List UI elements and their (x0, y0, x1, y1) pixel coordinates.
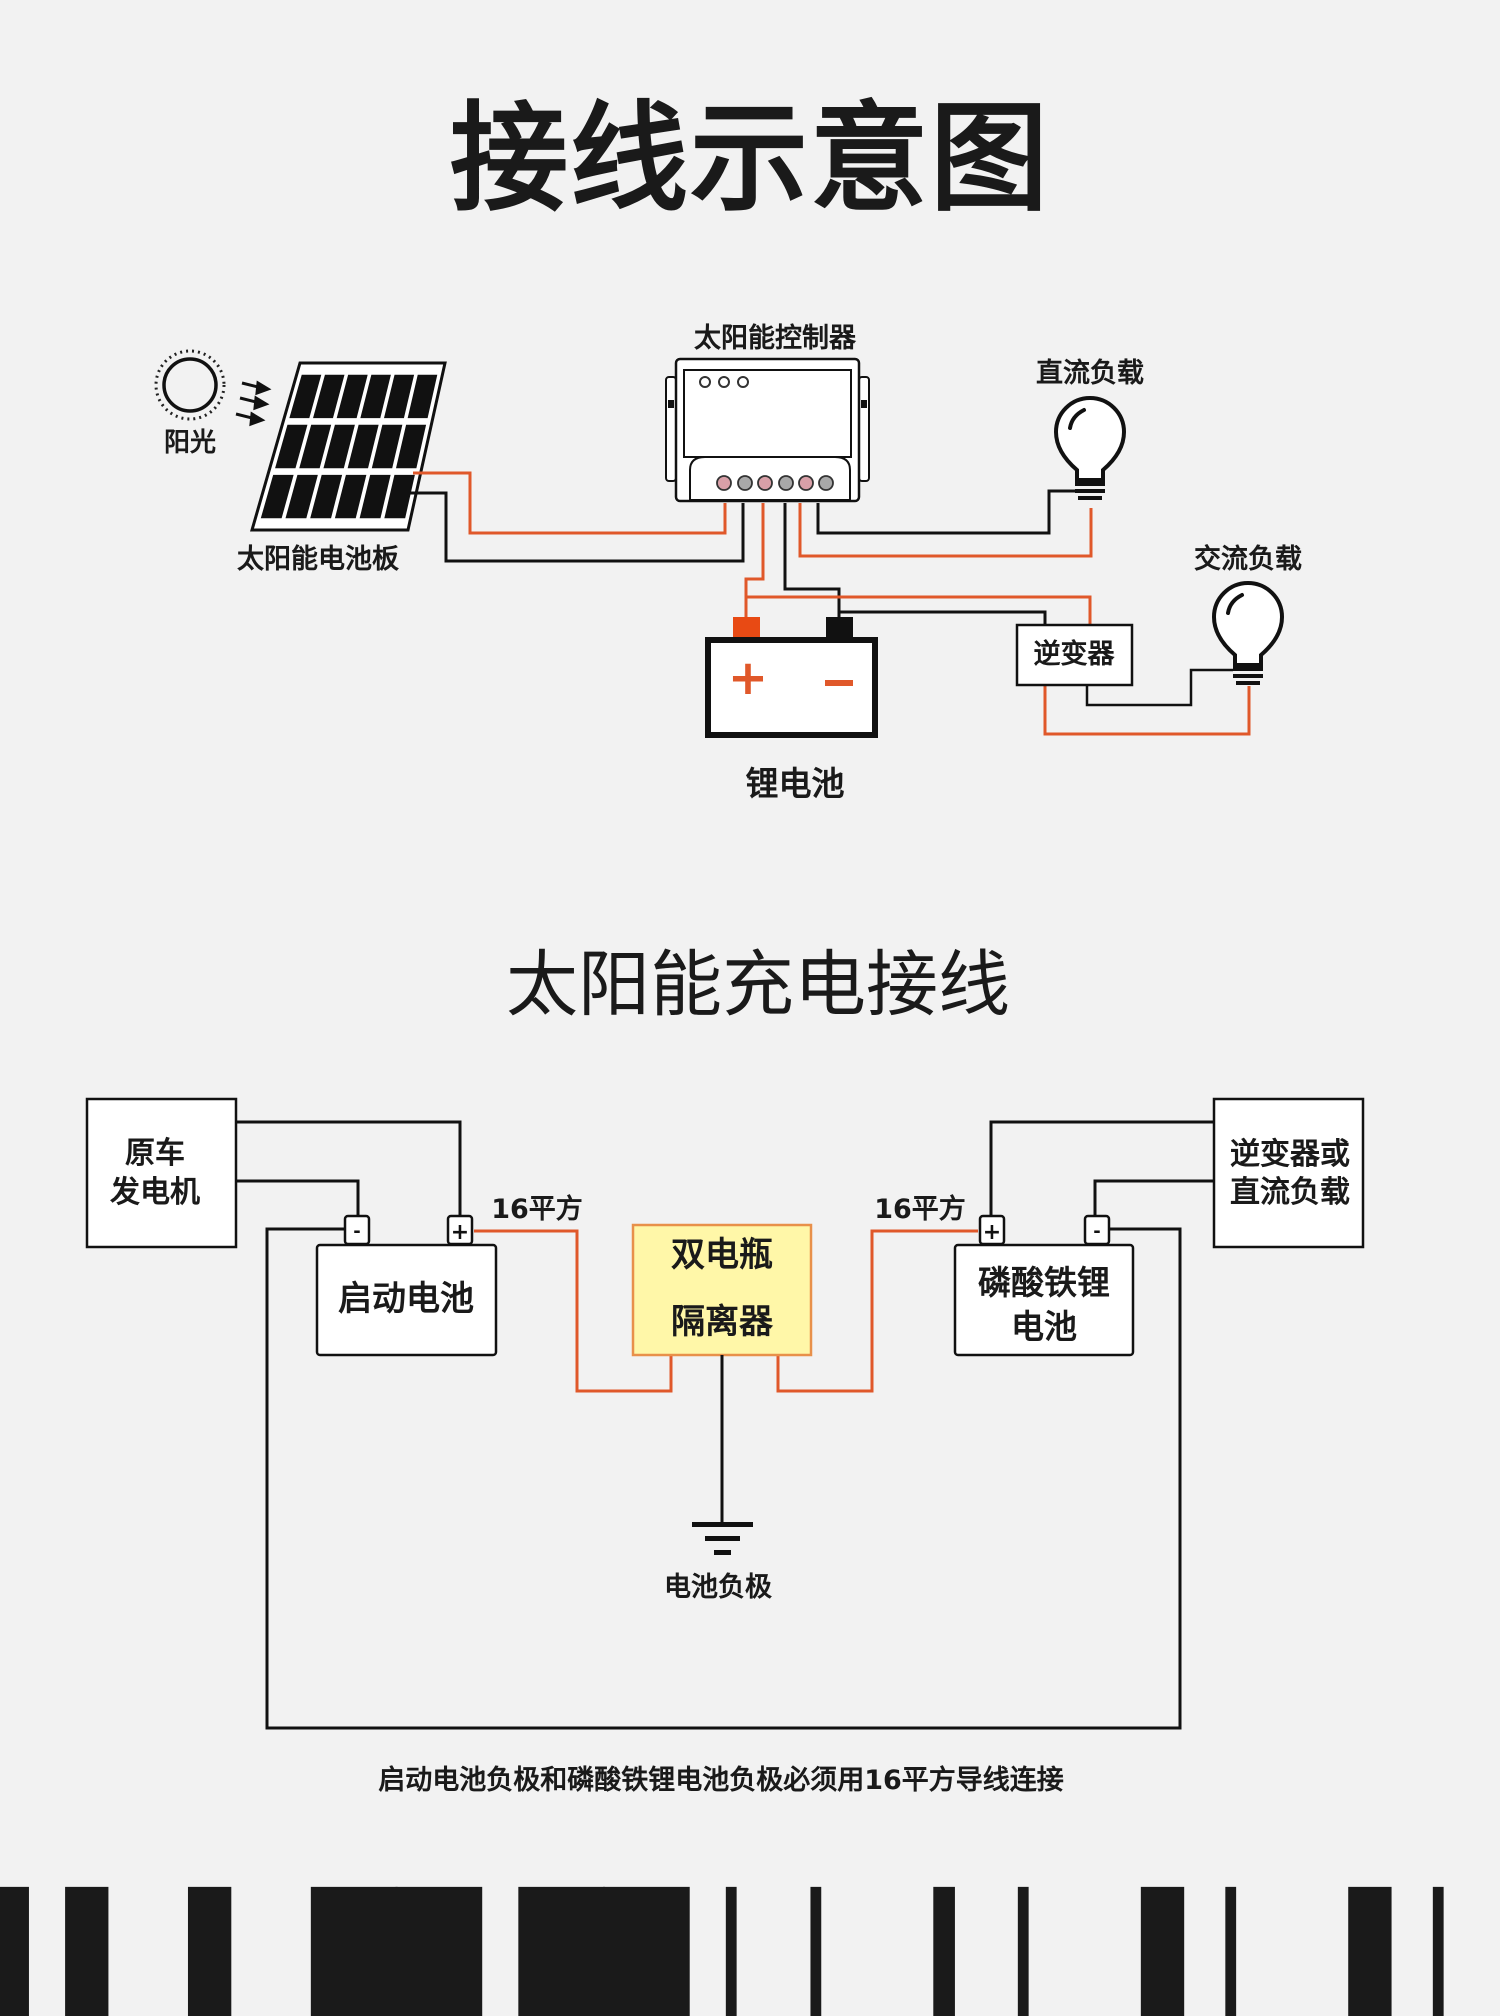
ground-icon (692, 1522, 753, 1555)
ac-load-bulb-icon (1211, 581, 1285, 685)
load-label-line2: 直流负载 (1230, 1175, 1350, 1210)
generator-box: 原车 发电机 (85, 1097, 238, 1249)
controller-label: 太阳能控制器 (694, 322, 857, 354)
solar-cell (323, 424, 355, 469)
wiring-diagram: 阳光 太阳能电池板 太阳能控制器 直流负载 (85, 322, 1365, 1796)
solar-panel-label: 太阳能电池板 (237, 543, 399, 575)
solar-controller-icon (665, 357, 870, 503)
wire-load-negative (1093, 1179, 1214, 1216)
solar-cell (275, 424, 308, 469)
isolator-label-line1: 双电瓶 (671, 1235, 773, 1275)
start-battery-label: 启动电池 (338, 1279, 474, 1319)
battery-isolator-box: 双电瓶 隔离器 (631, 1223, 813, 1357)
solar-cell (336, 374, 368, 419)
lfp-battery-label-line2: 电池 (1011, 1307, 1077, 1346)
lfp-battery-box: + - 磷酸铁锂 电池 (953, 1214, 1135, 1357)
start-battery-box: - + 启动电池 (315, 1214, 498, 1357)
generator-label-line1: 原车 (125, 1136, 185, 1171)
solar-cell (395, 424, 427, 469)
inverter-box: 逆变器 (1015, 623, 1134, 687)
solar-cell (371, 424, 403, 469)
minus-sign: - (1093, 1221, 1100, 1242)
lfp-battery-label-line1: 磷酸铁锂 (978, 1263, 1110, 1302)
wire-ac-load-negative (1085, 668, 1233, 707)
wire-battery-negative (783, 503, 841, 620)
wiring-note: 启动电池负极和磷酸铁锂电池负极必须用16平方导线连接 (378, 1764, 1064, 1796)
solar-cell (260, 474, 294, 519)
wire-ac-load-positive (1043, 686, 1251, 736)
solar-cell (347, 424, 379, 469)
solar-cell (384, 474, 415, 519)
wire-dc-load-positive (798, 503, 1093, 558)
sun-label: 阳光 (164, 428, 216, 458)
wire-16sq-left (474, 1229, 673, 1393)
wire-negative-loop (265, 1227, 1182, 1730)
dc-load-bulb-icon (1053, 396, 1127, 500)
wire-generator-negative (236, 1179, 360, 1216)
solar-cell (383, 374, 415, 419)
solar-cell (289, 374, 322, 419)
wire-dc-load-negative (816, 489, 1076, 535)
solar-cell (313, 374, 345, 419)
battery-plus-sign: + (728, 650, 768, 706)
dc-load-label: 直流负载 (1036, 358, 1144, 389)
battery-label: 锂电池 (746, 764, 845, 803)
wire-gauge-left-label: 16平方 (491, 1193, 583, 1225)
plus-sign: + (983, 1220, 1001, 1245)
sun-icon (154, 349, 226, 421)
lithium-battery-icon: + (705, 617, 878, 738)
ground-label: 电池负极 (664, 1572, 772, 1603)
next-section-title-partial: ██ ▌ ▌ ██ ██ ▏▏ ▎▏ ▌▏ ▌▏ ▌ (0, 1888, 1500, 2016)
wire-battery-positive (744, 503, 765, 620)
solar-cell (407, 374, 438, 419)
section-title: 太阳能充电接线 (505, 942, 1011, 1027)
solar-cell (360, 374, 391, 419)
generator-label-line2: 发电机 (109, 1175, 200, 1210)
wire-gauge-right-label: 16平方 (874, 1193, 966, 1225)
wire-panel-positive (413, 471, 727, 535)
wire-inverter-positive (746, 595, 1092, 627)
main-title: 接线示意图 (449, 89, 1051, 228)
inverter-or-dc-load-box: 逆变器或 直流负载 (1212, 1097, 1365, 1249)
solar-cell (310, 474, 343, 519)
wire-inverter-negative (839, 610, 1047, 627)
solar-wires (408, 471, 1251, 736)
solar-cell (334, 474, 367, 519)
controller-terminals (716, 475, 834, 491)
ac-load-label: 交流负载 (1194, 543, 1302, 575)
isolator-label-line2: 隔离器 (671, 1302, 774, 1342)
battery-minus-sign (825, 680, 853, 686)
wire-16sq-right (776, 1229, 978, 1393)
wire-generator-positive (236, 1120, 462, 1216)
wire-panel-negative (408, 491, 745, 563)
sunlight-arrows-icon (235, 380, 272, 427)
wire-load-positive (989, 1120, 1214, 1216)
load-label-line1: 逆变器或 (1230, 1137, 1350, 1172)
solar-cell (359, 474, 391, 519)
plus-sign: + (451, 1220, 469, 1245)
solar-cell (299, 424, 332, 469)
solar-panel-icon (250, 361, 447, 532)
inverter-label: 逆变器 (1034, 638, 1116, 670)
minus-sign: - (353, 1221, 360, 1242)
solar-cell (285, 474, 318, 519)
